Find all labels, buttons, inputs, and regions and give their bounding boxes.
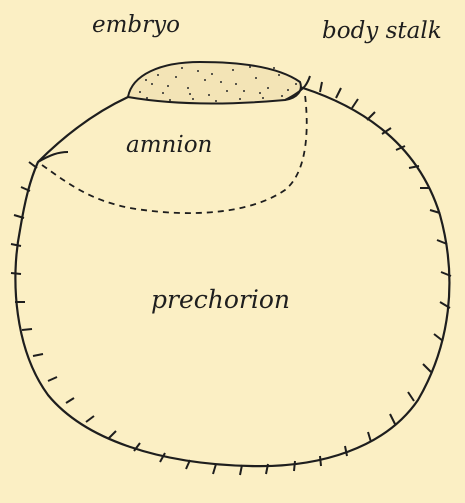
label-amnion: amnion [126,134,212,157]
label-body-stalk: body stalk [322,20,442,43]
prechorion-wall [15,79,449,466]
label-embryo: embryo [92,14,180,37]
label-prechorion: prechorion [151,287,290,312]
prechorion-villi [11,82,451,475]
